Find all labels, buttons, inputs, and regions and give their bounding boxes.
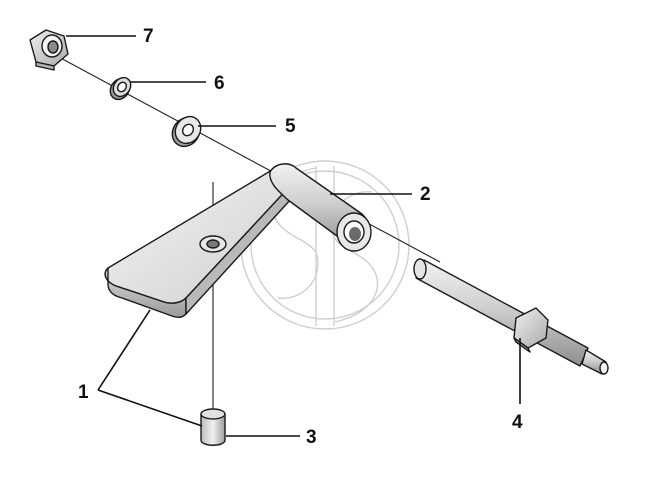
leader-1b	[97, 389, 203, 427]
part-5-flat-washer	[171, 115, 202, 148]
part-3-pin	[200, 408, 226, 446]
callout-7: 7	[143, 26, 154, 47]
callout-4: 4	[512, 412, 523, 433]
callout-1: 1	[78, 382, 89, 403]
part-4-shaft	[413, 258, 609, 375]
callout-2: 2	[420, 184, 431, 205]
leader-lines	[66, 35, 521, 437]
part-6-lock-washer	[109, 76, 132, 101]
callout-6: 6	[214, 73, 225, 94]
callout-labels: 7 6 5 2 1 3 4	[78, 26, 523, 448]
axis-bolt	[41, 47, 441, 263]
part-1-plate	[104, 167, 295, 319]
callout-5: 5	[285, 116, 296, 137]
callout-3: 3	[306, 427, 317, 448]
part-2-hinge-boss	[269, 163, 372, 252]
leader-1a	[97, 309, 151, 391]
part-7-hex-nut	[29, 29, 69, 71]
